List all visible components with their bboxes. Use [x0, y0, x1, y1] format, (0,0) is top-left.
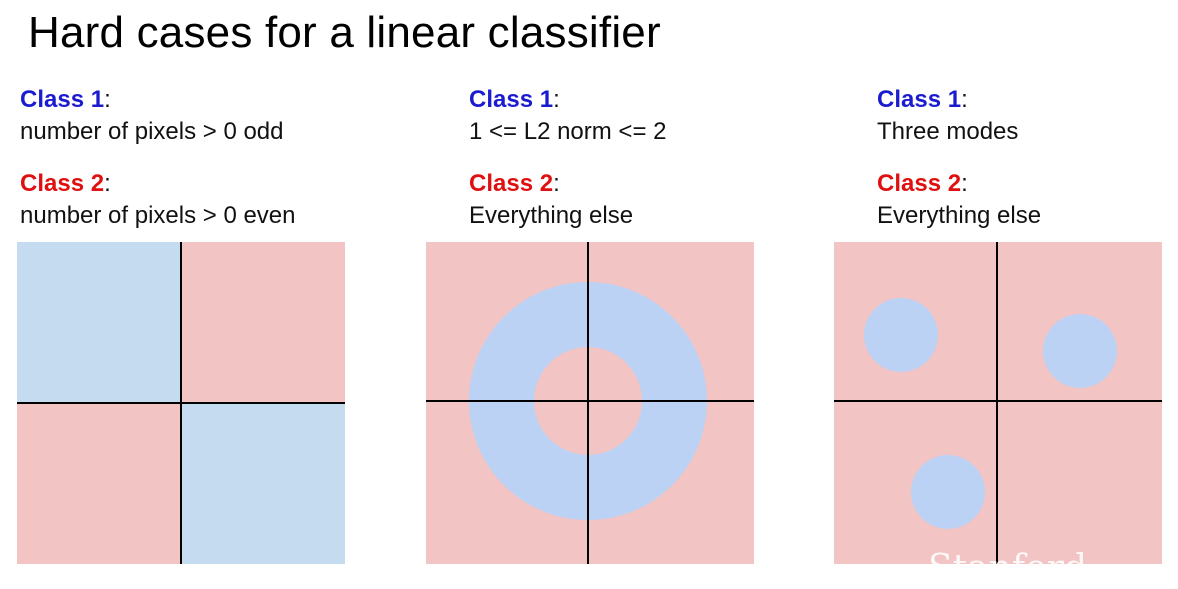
class2-label: Class 2: [20, 170, 105, 197]
plot-parity: [17, 242, 345, 564]
parity-diagram: [17, 242, 345, 564]
class2-colon: :: [961, 170, 968, 197]
class2-label: Class 2: [877, 170, 962, 197]
class1-description: 1 <= L2 norm <= 2: [469, 118, 667, 145]
class2-heading: Class 2:: [469, 168, 829, 200]
slide-title: Hard cases for a linear classifier: [28, 8, 661, 57]
class1-description: number of pixels > 0 odd: [20, 118, 284, 145]
class2-description: Everything else: [469, 202, 634, 229]
class1-description: Three modes: [877, 118, 1019, 145]
class-descriptions: Class 1: 1 <= L2 norm <= 2 Class 2: Ever…: [469, 84, 829, 232]
class1-heading: Class 1:: [877, 84, 1178, 116]
class1-colon: :: [104, 86, 111, 113]
ring-diagram: [426, 242, 754, 564]
mode-circle-bottom: [911, 455, 985, 529]
class2-heading: Class 2:: [20, 168, 380, 200]
quadrant-top-right-red: [181, 242, 345, 403]
class1-heading: Class 1:: [20, 84, 380, 116]
watermark: Stanford: [928, 548, 1088, 589]
class1-heading: Class 1:: [469, 84, 829, 116]
three-modes-diagram: [834, 242, 1162, 564]
plot-ring: [426, 242, 754, 564]
panel-three-modes: Class 1: Three modes Class 2: Everything…: [877, 84, 1178, 232]
class-descriptions: Class 1: number of pixels > 0 odd Class …: [20, 84, 380, 232]
panel-parity: Class 1: number of pixels > 0 odd Class …: [20, 84, 380, 232]
mode-circle-top-left: [864, 298, 938, 372]
class1-colon: :: [961, 86, 968, 113]
class1-colon: :: [553, 86, 560, 113]
class-descriptions: Class 1: Three modes Class 2: Everything…: [877, 84, 1178, 232]
plot-three-modes: [834, 242, 1162, 564]
class2-description: Everything else: [877, 202, 1042, 229]
class1-label: Class 1: [877, 86, 962, 113]
class1-label: Class 1: [20, 86, 105, 113]
class2-colon: :: [553, 170, 560, 197]
class2-label: Class 2: [469, 170, 554, 197]
quadrant-bottom-left-red: [17, 403, 181, 564]
class1-label: Class 1: [469, 86, 554, 113]
mode-circle-top-right: [1043, 314, 1117, 388]
class2-colon: :: [104, 170, 111, 197]
quadrant-bottom-right-blue: [181, 403, 345, 564]
class2-heading: Class 2:: [877, 168, 1178, 200]
quadrant-top-left-blue: [17, 242, 181, 403]
panel-ring: Class 1: 1 <= L2 norm <= 2 Class 2: Ever…: [469, 84, 829, 232]
class2-description: number of pixels > 0 even: [20, 202, 296, 229]
